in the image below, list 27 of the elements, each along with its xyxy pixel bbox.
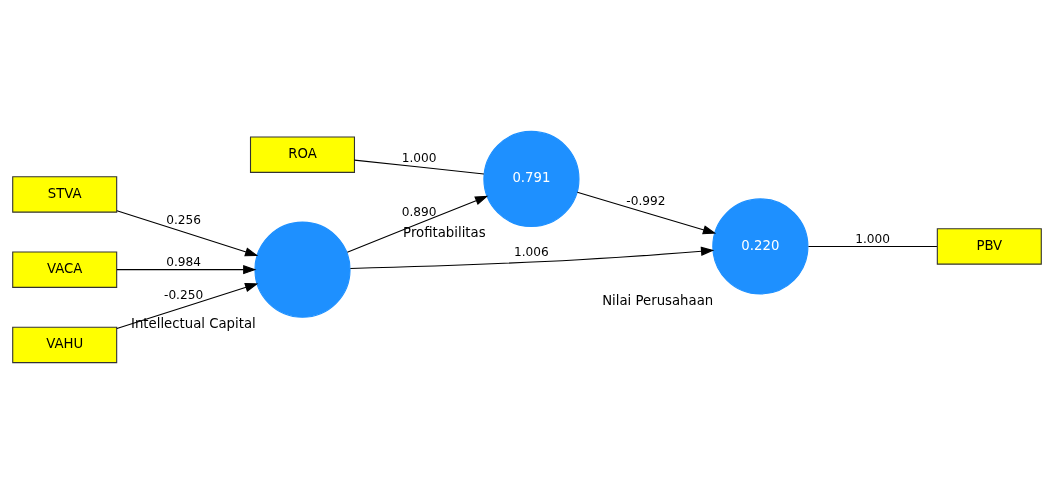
connector (807, 245, 938, 247)
node-box: ROA (249, 135, 356, 173)
node-box: VACA (12, 250, 118, 288)
edge-label: 1.000 (855, 231, 891, 246)
edge-label: 0.984 (166, 254, 201, 269)
edge-label: -0.992 (626, 193, 666, 208)
node-label: Nilai Perusahaan (602, 292, 714, 308)
edge-label: 0.890 (401, 204, 437, 219)
node-box: STVA (12, 175, 118, 213)
node-label: Profitabilitas (403, 224, 486, 240)
arrow (116, 282, 259, 329)
edge-label: 1.000 (401, 150, 437, 165)
node-circle: 0.791 (483, 130, 580, 227)
edge-label: 1.006 (514, 244, 549, 259)
node-circle (254, 221, 351, 318)
node-box: VAHU (12, 326, 118, 363)
arrow (116, 209, 259, 256)
arrow (349, 246, 715, 269)
connector (353, 159, 485, 175)
node-label: Intellectual Capital (131, 315, 256, 331)
node-box: PBV (936, 227, 1042, 265)
node-circle: 0.220 (712, 197, 809, 295)
edge-label: -0.250 (164, 287, 204, 302)
arrow (116, 264, 257, 274)
arrow (576, 191, 717, 234)
arrow (346, 195, 489, 253)
edge-label: 0.256 (166, 212, 201, 227)
